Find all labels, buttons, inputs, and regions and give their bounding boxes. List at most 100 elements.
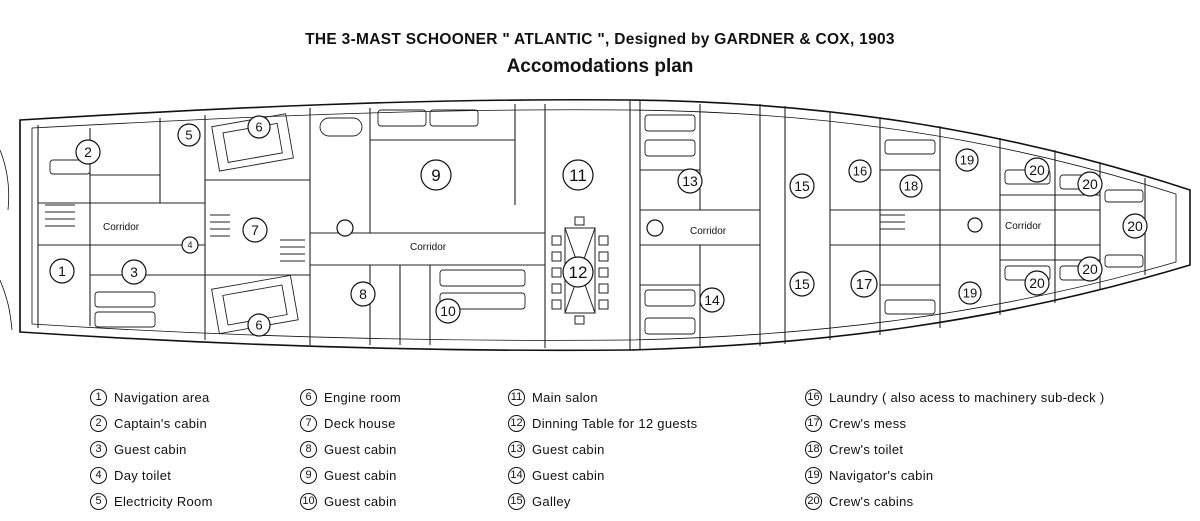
room-number: 6	[255, 119, 262, 134]
legend-label: Deck house	[324, 415, 396, 431]
legend-label: Captain's cabin	[114, 415, 207, 431]
room-marker: 9	[420, 159, 452, 191]
legend-number: 19	[805, 466, 822, 484]
legend-label: Guest cabin	[324, 441, 397, 457]
legend-item: 14 Guest cabin	[508, 462, 697, 488]
legend-number: 14	[508, 466, 525, 484]
room-number: 5	[185, 127, 192, 142]
legend-label: Crew's mess	[829, 415, 907, 431]
corridor-label-fwd: Corridor	[690, 226, 727, 237]
room-marker-circle	[562, 256, 594, 288]
room-marker-circle	[350, 281, 376, 307]
legend-item: 4 Day toilet	[90, 462, 213, 488]
masts	[336, 217, 983, 237]
legend-number: 2	[90, 414, 107, 432]
legend-number: 1	[90, 388, 107, 406]
room-marker: 10	[435, 298, 461, 324]
room-marker: 5	[177, 123, 201, 147]
room-number: 16	[853, 163, 867, 178]
room-marker-circle	[420, 159, 452, 191]
room-marker: 7	[242, 217, 268, 243]
legend-number: 13	[508, 440, 525, 458]
room-number: 12	[569, 263, 588, 282]
room-marker: 6	[247, 313, 271, 337]
room-marker-circle	[1077, 256, 1103, 282]
room-marker-circle	[789, 271, 815, 297]
room-number: 20	[1082, 261, 1098, 277]
legend-label: Dinning Table for 12 guests	[532, 415, 698, 431]
legend-number: 18	[805, 440, 822, 458]
room-number: 17	[856, 276, 873, 293]
room-number: 10	[440, 303, 456, 319]
legend-number: 4	[90, 466, 107, 484]
room-marker-circle	[1077, 171, 1103, 197]
legend-label: Navigator's cabin	[829, 467, 934, 483]
legend-item: 5 Electricity Room	[90, 488, 213, 514]
plan-subtitle: Accomodations plan	[506, 56, 694, 77]
room-number: 14	[704, 292, 720, 308]
room-number: 20	[1082, 176, 1098, 192]
room-marker-circle	[177, 123, 201, 147]
room-marker-circle	[247, 115, 271, 139]
room-number: 6	[255, 317, 262, 332]
room-marker-circle	[562, 159, 594, 191]
legend-item: 16 Laundry ( also acess to machinery sub-…	[805, 384, 1105, 410]
room-number: 7	[251, 222, 259, 238]
corridor-label-aft: Corridor	[103, 222, 140, 233]
room-marker-circle	[958, 281, 982, 305]
room-number: 1	[58, 263, 66, 279]
legend-number: 11	[508, 388, 525, 406]
room-marker-circle	[121, 259, 147, 285]
room-marker-circle	[899, 174, 923, 198]
room-marker: 20	[1024, 157, 1050, 183]
room-number: 20	[1029, 162, 1045, 178]
legend-label: Electricity Room	[114, 493, 213, 509]
legend-number: 8	[300, 440, 317, 458]
legend-label: Guest cabin	[532, 467, 605, 483]
room-marker-circle	[242, 217, 268, 243]
room-number: 9	[431, 166, 440, 185]
legend-label: Day toilet	[114, 467, 172, 483]
deck-plan: Corridor Corridor Corridor Corridor 1234…	[0, 98, 1191, 352]
legend-number: 17	[805, 414, 822, 432]
legend-label: Laundry ( also acess to machinery sub-de…	[829, 389, 1105, 405]
room-marker: 11	[562, 159, 594, 191]
room-marker: 20	[1077, 171, 1103, 197]
room-marker-circle	[1122, 213, 1148, 239]
room-number: 3	[130, 264, 138, 280]
legend-item: 13 Guest cabin	[508, 436, 697, 462]
legend-number: 7	[300, 414, 317, 432]
room-marker-circle	[75, 139, 101, 165]
legend-item: 7 Deck house	[300, 410, 401, 436]
legend-number: 10	[300, 492, 317, 510]
legend-label: Guest cabin	[324, 467, 397, 483]
room-marker-circle	[789, 173, 815, 199]
room-marker: 19	[955, 148, 979, 172]
legend-label: Guest cabin	[532, 441, 605, 457]
legend-number: 3	[90, 440, 107, 458]
room-number: 13	[682, 173, 698, 189]
room-marker-circle	[955, 148, 979, 172]
legend-label: Navigation area	[114, 389, 210, 405]
room-marker: 14	[699, 287, 725, 313]
room-marker-circle	[1024, 270, 1050, 296]
room-marker: 17	[850, 270, 878, 298]
legend-number: 5	[90, 492, 107, 510]
room-marker-circle	[181, 236, 199, 254]
room-marker-circle	[247, 313, 271, 337]
room-marker: 20	[1024, 270, 1050, 296]
room-number: 20	[1029, 275, 1045, 291]
legend-number: 16	[805, 388, 822, 406]
legend-label: Crew's toilet	[829, 441, 904, 457]
corridor-label-mid: Corridor	[410, 242, 447, 253]
room-marker: 20	[1122, 213, 1148, 239]
room-number: 19	[963, 285, 977, 300]
